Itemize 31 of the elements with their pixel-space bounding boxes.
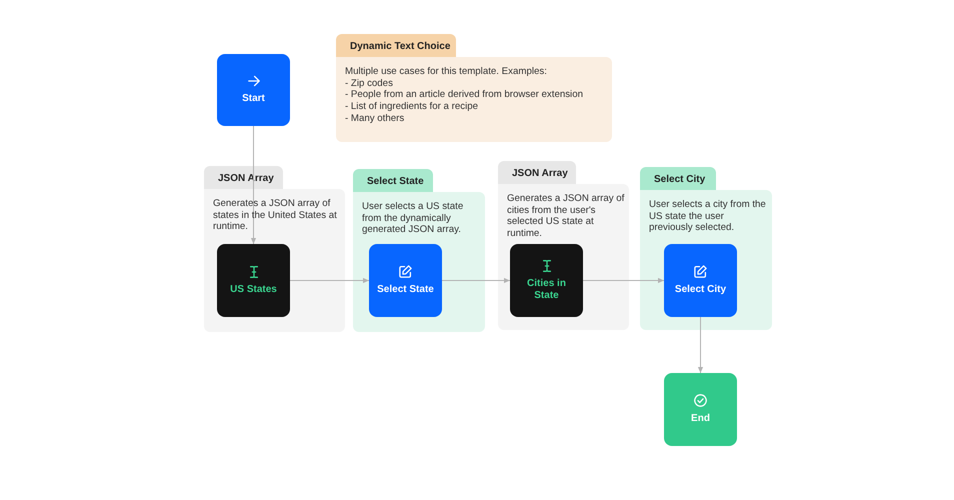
process-block	[369, 244, 442, 317]
section-tab: JSON Array	[498, 161, 576, 185]
description-text: User selects a city from the US state the user previously selected.	[649, 199, 767, 234]
description-text: Generates a JSON array of cities from the user's selected US state at runtime.	[507, 193, 625, 240]
description-text: User selects a US state from the dynamically generated JSON array.	[362, 201, 464, 236]
step-label: End	[691, 413, 710, 425]
process-block	[664, 373, 737, 446]
step-label: US States	[230, 284, 277, 296]
step-label: Cities in State	[526, 278, 567, 302]
process-block	[664, 244, 737, 317]
process-block	[510, 244, 583, 317]
section-tab: JSON Array	[204, 166, 283, 190]
section-tab: Dynamic Text Choice	[336, 34, 456, 58]
list-item: - People from an article derived from browser extension	[345, 89, 583, 102]
list-item: - Zip codes	[345, 78, 393, 90]
list-item: - List of ingredients for a recipe	[345, 101, 478, 113]
section-tab: Select State	[353, 169, 433, 193]
step-label: Start	[242, 93, 265, 105]
arrow	[582, 278, 664, 284]
arrow	[442, 278, 510, 284]
arrow	[290, 278, 370, 284]
arrow	[250, 126, 256, 244]
list-item: - Many others	[345, 112, 404, 125]
process-block	[217, 54, 290, 126]
step-label: Select City	[674, 284, 726, 296]
description-text: Generates a JSON array of states in the United States at runtime.	[213, 198, 338, 234]
process-block	[217, 244, 290, 317]
step-label: Select State	[377, 284, 434, 296]
note-text: Multiple use cases for this template. Examples:	[345, 66, 547, 78]
arrow	[698, 316, 704, 374]
section-tab: Select City	[640, 167, 716, 191]
